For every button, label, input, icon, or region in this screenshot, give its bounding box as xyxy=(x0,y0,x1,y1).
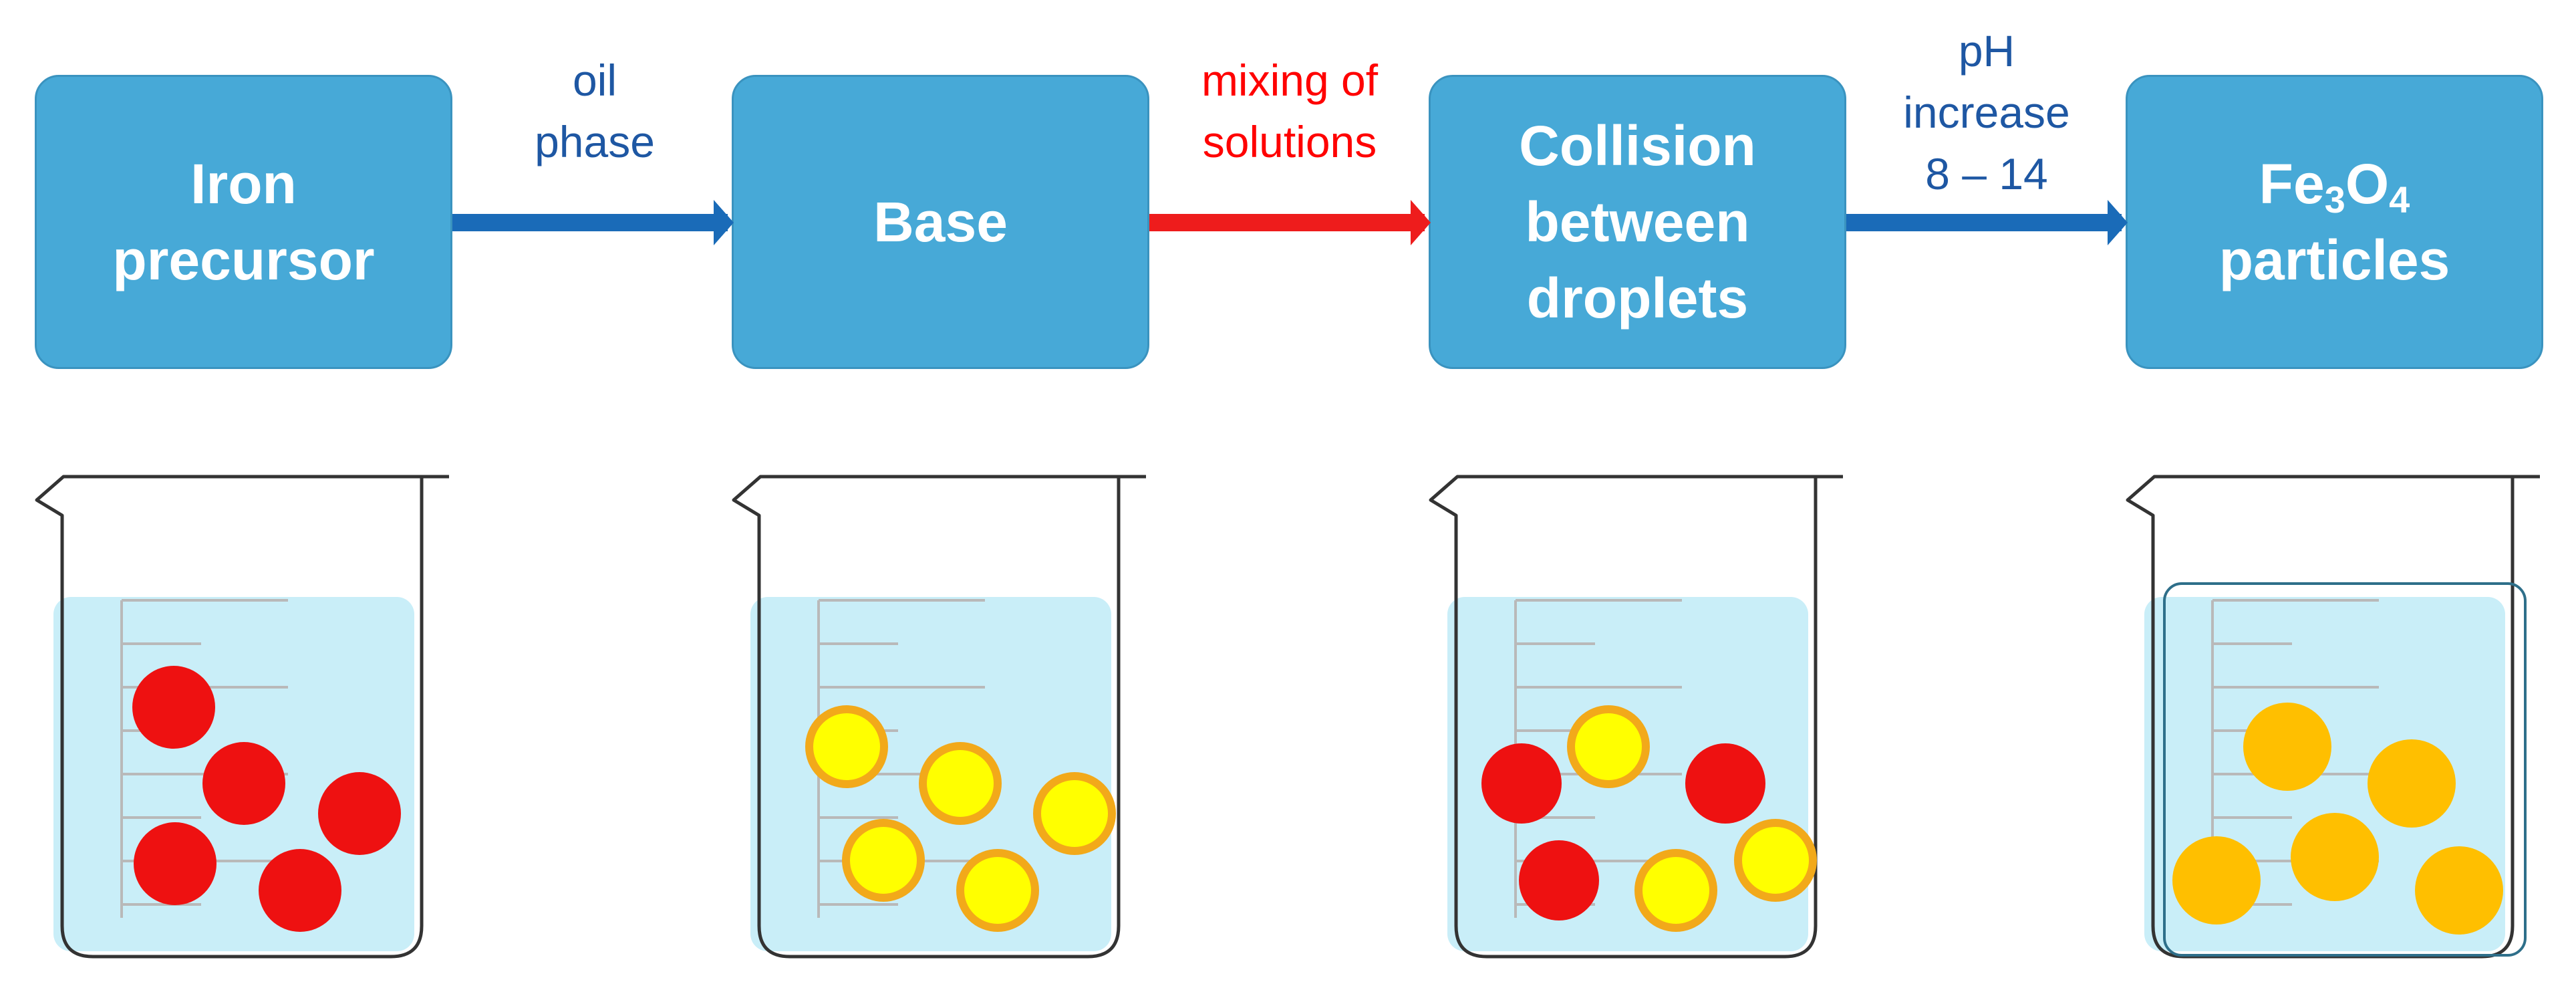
step-base: Base xyxy=(732,75,1149,369)
step-fe3o4-particles: Fe3O4 particles xyxy=(2126,75,2543,369)
red-droplet xyxy=(132,666,215,749)
transition-label-line: 8 – 14 xyxy=(1925,149,2048,199)
red-droplet xyxy=(1519,840,1599,920)
yellow-droplet xyxy=(842,819,925,902)
yellow-droplet xyxy=(919,742,1002,825)
beaker-collision xyxy=(1431,477,1843,957)
yellow-droplet xyxy=(956,849,1039,932)
beaker-base xyxy=(734,477,1146,957)
yellow-droplet xyxy=(1033,772,1116,855)
step-iron-precursor: Iron precursor xyxy=(35,75,452,369)
transition-label-line: phase xyxy=(535,117,655,166)
formula-fe3o4: Fe3O4 xyxy=(2219,146,2450,222)
arrow-mixing xyxy=(1149,200,1431,245)
fe3o4-particle xyxy=(2243,703,2331,791)
step-label-line: particles xyxy=(2219,229,2450,291)
formula-element-fe: Fe xyxy=(2259,152,2325,215)
step-label-line: Base xyxy=(873,191,1008,253)
formula-subscript-4: 4 xyxy=(2389,178,2410,221)
step-label-line: Collision xyxy=(1519,114,1756,177)
transition-label-line: mixing of xyxy=(1201,55,1379,105)
formula-subscript-3: 3 xyxy=(2324,178,2345,221)
yellow-droplet xyxy=(1634,849,1717,932)
red-droplet xyxy=(259,849,341,932)
red-droplet xyxy=(1685,743,1765,824)
transition-label-mixing: mixing of solutions xyxy=(1151,49,1429,172)
transition-label-line: oil xyxy=(572,55,617,105)
step-collision: Collision between droplets xyxy=(1429,75,1846,369)
transition-label-ph: pH increase 8 – 14 xyxy=(1848,20,2126,205)
transition-label-line: increase xyxy=(1903,88,2070,137)
step-label-line: Iron xyxy=(190,152,297,215)
red-droplet xyxy=(1481,743,1562,824)
fe3o4-particle xyxy=(2291,813,2379,901)
fe3o4-particle xyxy=(2368,739,2456,828)
step-label-line: between xyxy=(1525,191,1750,253)
transition-label-oil-phase: oil phase xyxy=(458,49,732,172)
red-droplet xyxy=(134,822,217,905)
step-label-line: droplets xyxy=(1526,267,1749,330)
yellow-droplet xyxy=(1734,819,1817,902)
arrow-oil-phase xyxy=(452,200,734,245)
yellow-droplet xyxy=(805,705,888,788)
beaker-iron-precursor xyxy=(37,477,449,957)
beaker-fe3o4 xyxy=(2128,477,2540,957)
red-droplet xyxy=(202,742,285,825)
step-label-line: precursor xyxy=(112,229,375,291)
fe3o4-particle xyxy=(2415,846,2503,935)
fe3o4-particle xyxy=(2172,836,2261,925)
yellow-droplet xyxy=(1567,705,1650,788)
formula-element-o: O xyxy=(2345,152,2390,215)
transition-label-line: solutions xyxy=(1202,117,1377,166)
arrow-ph-increase xyxy=(1846,200,2128,245)
red-droplet xyxy=(318,772,401,855)
transition-label-line: pH xyxy=(1958,26,2015,76)
